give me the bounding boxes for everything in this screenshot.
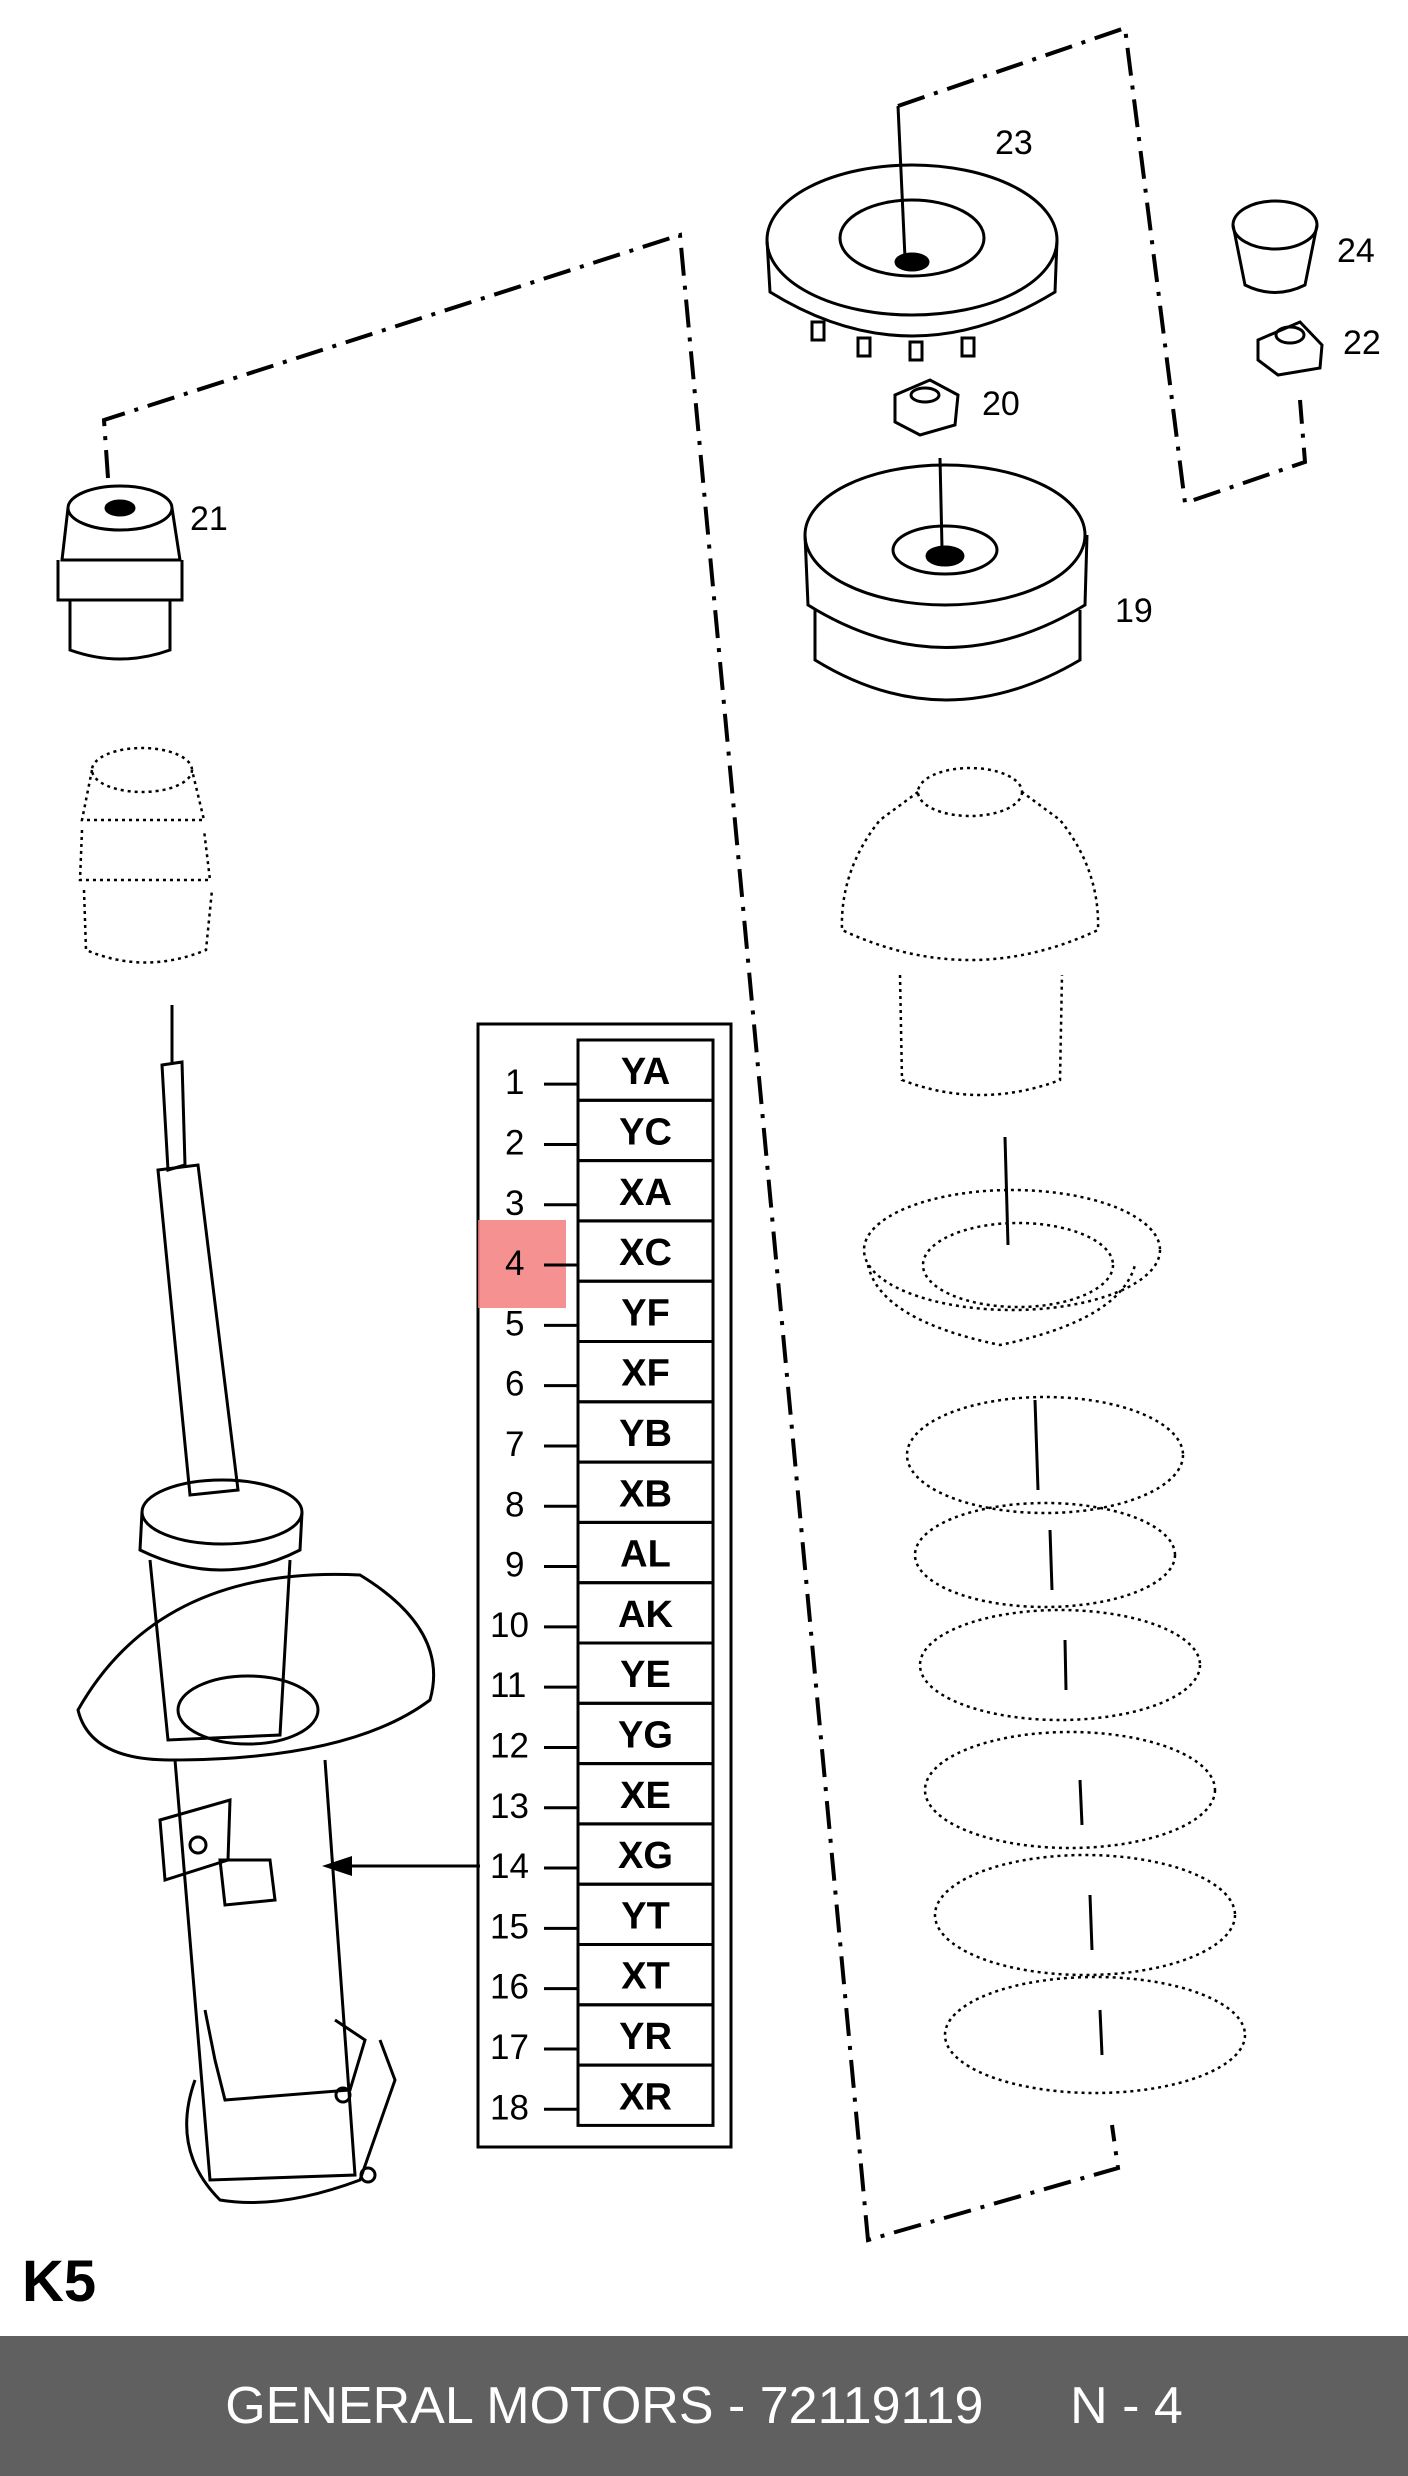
variant-code: AK — [618, 1594, 673, 1636]
row-number: 7 — [505, 1425, 524, 1464]
row-number: 15 — [490, 1907, 529, 1946]
variant-code: YR — [619, 2016, 672, 2058]
row-number: 14 — [490, 1847, 529, 1886]
nut-22 — [1256, 320, 1324, 377]
table-row: 17 YR — [490, 2003, 715, 2067]
callout-19: 19 — [1115, 592, 1153, 630]
cap-24 — [1231, 199, 1319, 294]
footer-gap — [983, 2376, 1070, 2436]
table-row: 3 XA — [505, 1159, 715, 1223]
bump-stop-21 — [56, 484, 184, 661]
footer-bar: GENERAL MOTORS - 72119119 N - 4 — [0, 2336, 1408, 2476]
row-number: 17 — [490, 2028, 529, 2067]
row-number: 5 — [505, 1304, 524, 1343]
variant-code: XF — [621, 1353, 670, 1395]
row-number: 13 — [490, 1787, 529, 1826]
table-row: 10 AK — [490, 1581, 715, 1645]
row-number: 8 — [505, 1485, 524, 1524]
variant-code: YC — [619, 1111, 672, 1153]
footer-part-number: 72119119 — [759, 2377, 984, 2435]
callout-labels: 23 24 22 20 21 19 — [190, 124, 1381, 630]
row-number: 3 — [505, 1184, 524, 1223]
exploded-parts-diagram: 23 24 22 20 21 19 1 YA 2 YC 3 XA 4 XC 5 YF 6 XF 7 YB 8… — [56, 25, 1381, 2243]
callout-24: 24 — [1337, 232, 1375, 270]
variant-code: YB — [619, 1413, 672, 1455]
shock-absorber-strut — [76, 1005, 436, 2204]
strut-mount-top — [765, 105, 1059, 362]
table-row: 16 XT — [490, 1943, 715, 2007]
spring-upper-seat-19 — [803, 457, 1089, 702]
callout-22: 22 — [1343, 324, 1381, 362]
dust-bellows — [78, 746, 214, 964]
row-number: 6 — [505, 1365, 524, 1404]
code-cell — [576, 2063, 715, 2127]
assembly-leader-lines — [101, 25, 1308, 2243]
nut-20 — [893, 378, 960, 437]
table-row: 4 XC — [505, 1219, 715, 1283]
callout-21: 21 — [190, 500, 228, 538]
table-row: 2 YC — [505, 1098, 715, 1162]
callout-23: 23 — [995, 124, 1033, 162]
coil-spring — [905, 1395, 1247, 2095]
table-row: 1 YA — [505, 1038, 715, 1102]
variant-code: AL — [620, 1534, 671, 1576]
table-row: 14 XG — [490, 1822, 715, 1886]
row-number: 12 — [490, 1726, 529, 1765]
row-number: 4 — [505, 1244, 524, 1283]
row-number: 18 — [490, 2088, 529, 2127]
row-number: 16 — [490, 1968, 529, 2007]
variant-code: YE — [620, 1654, 671, 1696]
callout-20: 20 — [982, 385, 1020, 423]
variant-code: YG — [618, 1714, 673, 1756]
table-row: 11 YE — [490, 1641, 715, 1705]
table-frame — [476, 1022, 733, 2149]
table-row: 18 XR — [490, 2063, 715, 2127]
variant-code: XG — [618, 1835, 673, 1877]
table-row: 8 XB — [505, 1460, 715, 1524]
table-row: 5 YF — [505, 1279, 715, 1343]
table-row: 15 YT — [490, 1882, 715, 1946]
variant-code: XE — [620, 1775, 671, 1817]
table-row: 9 AL — [505, 1520, 715, 1585]
table-leader-arrow — [322, 1856, 480, 1876]
row-number: 10 — [490, 1606, 529, 1645]
table-row: 13 XE — [490, 1762, 715, 1826]
variant-code: YF — [621, 1292, 670, 1334]
variant-code: XB — [619, 1473, 672, 1515]
variant-code: YA — [621, 1051, 670, 1093]
section-label: K5 — [22, 2249, 97, 2314]
variant-code: YT — [621, 1895, 670, 1937]
spring-axis-ticks — [1003, 1136, 1104, 2056]
table-row: 6 XF — [505, 1340, 715, 1404]
row-number: 9 — [505, 1546, 524, 1585]
table-row: 7 YB — [505, 1400, 715, 1464]
footer-page: N - 4 — [1070, 2377, 1183, 2435]
variant-code: XC — [619, 1232, 672, 1274]
variant-code: XR — [619, 2076, 672, 2118]
row-number: 11 — [490, 1666, 526, 1705]
row-number: 2 — [505, 1123, 524, 1162]
footer-brand: GENERAL MOTORS — [225, 2377, 714, 2435]
row-number: 1 — [505, 1063, 524, 1102]
variant-code: XT — [621, 1956, 670, 1998]
footer-separator: - — [713, 2377, 760, 2435]
variant-code: XA — [619, 1172, 672, 1214]
table-row: 12 YG — [490, 1701, 715, 1765]
spring-isolator — [840, 766, 1162, 1347]
